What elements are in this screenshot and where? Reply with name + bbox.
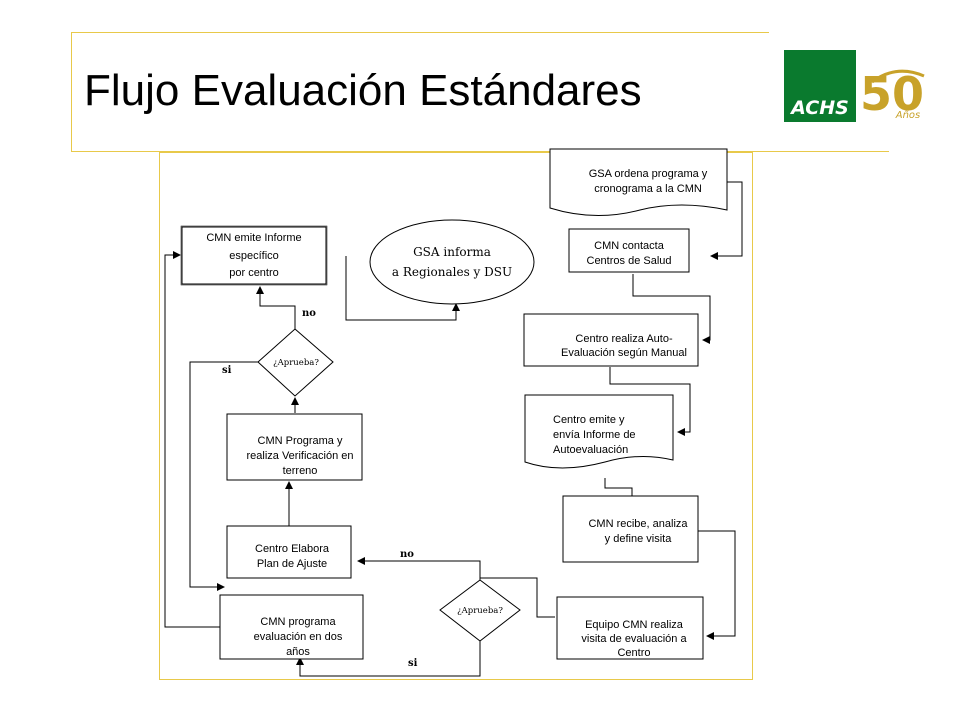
svg-text:Centros de Salud: Centros de Salud [587, 255, 672, 267]
svg-text:Centro emite y: Centro emite y [553, 414, 625, 426]
node-centro-emite: Centro emite y envía Informe de Autoeval… [524, 394, 674, 469]
node-centro-emite-line-1: Centro emite y [553, 414, 625, 426]
svg-text:específico: específico [229, 250, 279, 262]
achs-logo-text: ACHS [789, 97, 849, 119]
node-centro-auto-line-1: Centro realiza Auto- [575, 333, 673, 345]
arrow-aprueba-top-si [189, 361, 258, 591]
page-title: Flujo Evaluación Estándares [84, 66, 642, 115]
node-centro-elabora-line-2: Plan de Ajuste [257, 558, 327, 570]
svg-text:CMN recibe, analiza: CMN recibe, analiza [588, 518, 688, 530]
node-cmn-programa-eval-line-1: CMN programa [260, 616, 336, 628]
node-equipo-cmn-line-3: Centro [617, 647, 650, 659]
node-cmn-programa-eval-line-2: evaluación en dos [254, 631, 343, 643]
node-gsa-ordena-line-2: cronograma a la CMN [594, 183, 702, 195]
node-cmn-emite: CMN emite Informe específico por centro [180, 225, 328, 286]
arrow-centro-emite-to-cmn-recibe [604, 478, 633, 496]
node-cmn-programa-verif-line-3: terreno [283, 465, 318, 477]
node-aprueba-top: ¿Aprueba? [257, 328, 334, 397]
node-gsa-ordena-line-1: GSA ordena programa y [589, 168, 708, 180]
diagram-frame [159, 152, 753, 680]
arrow-aprueba-bottom-si [296, 641, 481, 677]
arrow-aprueba-top-no [256, 286, 296, 329]
svg-text:visita de evaluación a: visita de evaluación a [581, 633, 687, 645]
svg-text:años: años [286, 646, 310, 658]
node-gsa-ordena: GSA ordena programa y cronograma a la CM… [549, 148, 728, 216]
svg-text:GSA informa: GSA informa [413, 245, 491, 259]
arrow-aprueba-bottom-no [357, 557, 481, 580]
node-aprueba-bottom: ¿Aprueba? [439, 579, 521, 642]
svg-text:envía Informe de: envía Informe de [553, 429, 636, 441]
svg-text:Centro Elabora: Centro Elabora [255, 543, 330, 555]
label-si-top: si [222, 365, 232, 376]
node-cmn-programa-eval: CMN programa evaluación en dos años [219, 594, 364, 660]
label-si-bottom: si [408, 658, 418, 669]
achs-logo-box [784, 50, 856, 122]
node-centro-elabora-line-1: Centro Elabora [255, 543, 330, 555]
label-no-top: no [302, 308, 316, 319]
node-centro-elabora: Centro Elabora Plan de Ajuste [226, 525, 352, 579]
node-centro-auto-line-2: Evaluación según Manual [561, 347, 687, 359]
arrow-centro-auto-to-centro-emite [609, 367, 691, 436]
node-centro-emite-line-3: Autoevaluación [553, 444, 628, 456]
node-cmn-contacta-line-1: CMN contacta [594, 240, 665, 252]
arrow-cmn-emite-to-gsa-informa [345, 256, 460, 321]
svg-text:Equipo CMN realiza: Equipo CMN realiza [585, 619, 684, 631]
node-gsa-informa-line-2: a Regionales y DSU [392, 265, 512, 279]
svg-text:evaluación en dos: evaluación en dos [254, 631, 343, 643]
svg-text:Centro: Centro [617, 647, 650, 659]
node-cmn-emite-line-3: por centro [229, 267, 279, 279]
node-cmn-programa-verif: CMN Programa y realiza Verificación en t… [226, 413, 363, 481]
achs-50-logo: ACHS 50 Años [784, 50, 925, 122]
node-equipo-cmn-line-2: visita de evaluación a [581, 633, 687, 645]
node-cmn-emite-line-2: específico [229, 250, 279, 262]
svg-text:Autoevaluación: Autoevaluación [553, 444, 628, 456]
svg-text:cronograma a la CMN: cronograma a la CMN [594, 183, 702, 195]
node-cmn-recibe-line-1: CMN recibe, analiza [588, 518, 688, 530]
node-cmn-recibe: CMN recibe, analiza y define visita [562, 495, 699, 563]
node-gsa-informa-line-1: GSA informa [413, 245, 491, 259]
svg-text:CMN programa: CMN programa [260, 616, 336, 628]
node-cmn-programa-verif-line-2: realiza Verificación en [246, 450, 353, 462]
node-cmn-programa-verif-line-1: CMN Programa y [258, 435, 343, 447]
svg-text:GSA ordena programa y: GSA ordena programa y [589, 168, 708, 180]
arrow-cmn-programa-eval-to-cmn-emite [164, 251, 220, 628]
svg-text:realiza Verificación en: realiza Verificación en [246, 450, 353, 462]
label-no-bottom: no [400, 549, 414, 560]
node-equipo-cmn-line-1: Equipo CMN realiza [585, 619, 684, 631]
fifty-years-number: 50 [860, 67, 924, 121]
connectors [164, 181, 743, 677]
fifty-years-swoosh [871, 69, 925, 84]
svg-text:CMN emite Informe: CMN emite Informe [206, 232, 301, 244]
svg-text:terreno: terreno [283, 465, 318, 477]
svg-text:Evaluación según Manual: Evaluación según Manual [561, 347, 687, 359]
node-cmn-recibe-line-2: y define visita [605, 533, 673, 545]
node-aprueba-bottom-text: ¿Aprueba? [457, 606, 503, 616]
node-centro-emite-line-2: envía Informe de [553, 429, 636, 441]
node-centro-auto: Centro realiza Auto- Evaluación según Ma… [523, 313, 699, 367]
node-cmn-emite-line-1: CMN emite Informe [206, 232, 301, 244]
svg-text:CMN Programa y: CMN Programa y [258, 435, 343, 447]
node-aprueba-top-text: ¿Aprueba? [273, 358, 319, 368]
arrow-cmn-contacta-to-centro-auto [632, 274, 711, 344]
title-frame [71, 32, 889, 152]
arrow-cmn-recibe-to-equipo [698, 530, 736, 640]
node-cmn-contacta-line-2: Centros de Salud [587, 255, 672, 267]
svg-text:Centro realiza Auto-: Centro realiza Auto- [575, 333, 673, 345]
svg-text:a Regionales y DSU: a Regionales y DSU [392, 265, 512, 279]
node-cmn-contacta: CMN contacta Centros de Salud [568, 228, 690, 273]
node-gsa-informa: GSA informa a Regionales y DSU [369, 219, 535, 305]
svg-text:Plan de Ajuste: Plan de Ajuste [257, 558, 327, 570]
arrow-gsa-ordena-to-cmn-contacta [710, 181, 743, 260]
fifty-years-label: Años [895, 110, 921, 121]
svg-text:por centro: por centro [229, 267, 279, 279]
node-cmn-programa-eval-line-3: años [286, 646, 310, 658]
svg-text:y define visita: y define visita [605, 533, 673, 545]
node-equipo-cmn: Equipo CMN realiza visita de evaluación … [556, 596, 704, 660]
svg-text:CMN contacta: CMN contacta [594, 240, 665, 252]
